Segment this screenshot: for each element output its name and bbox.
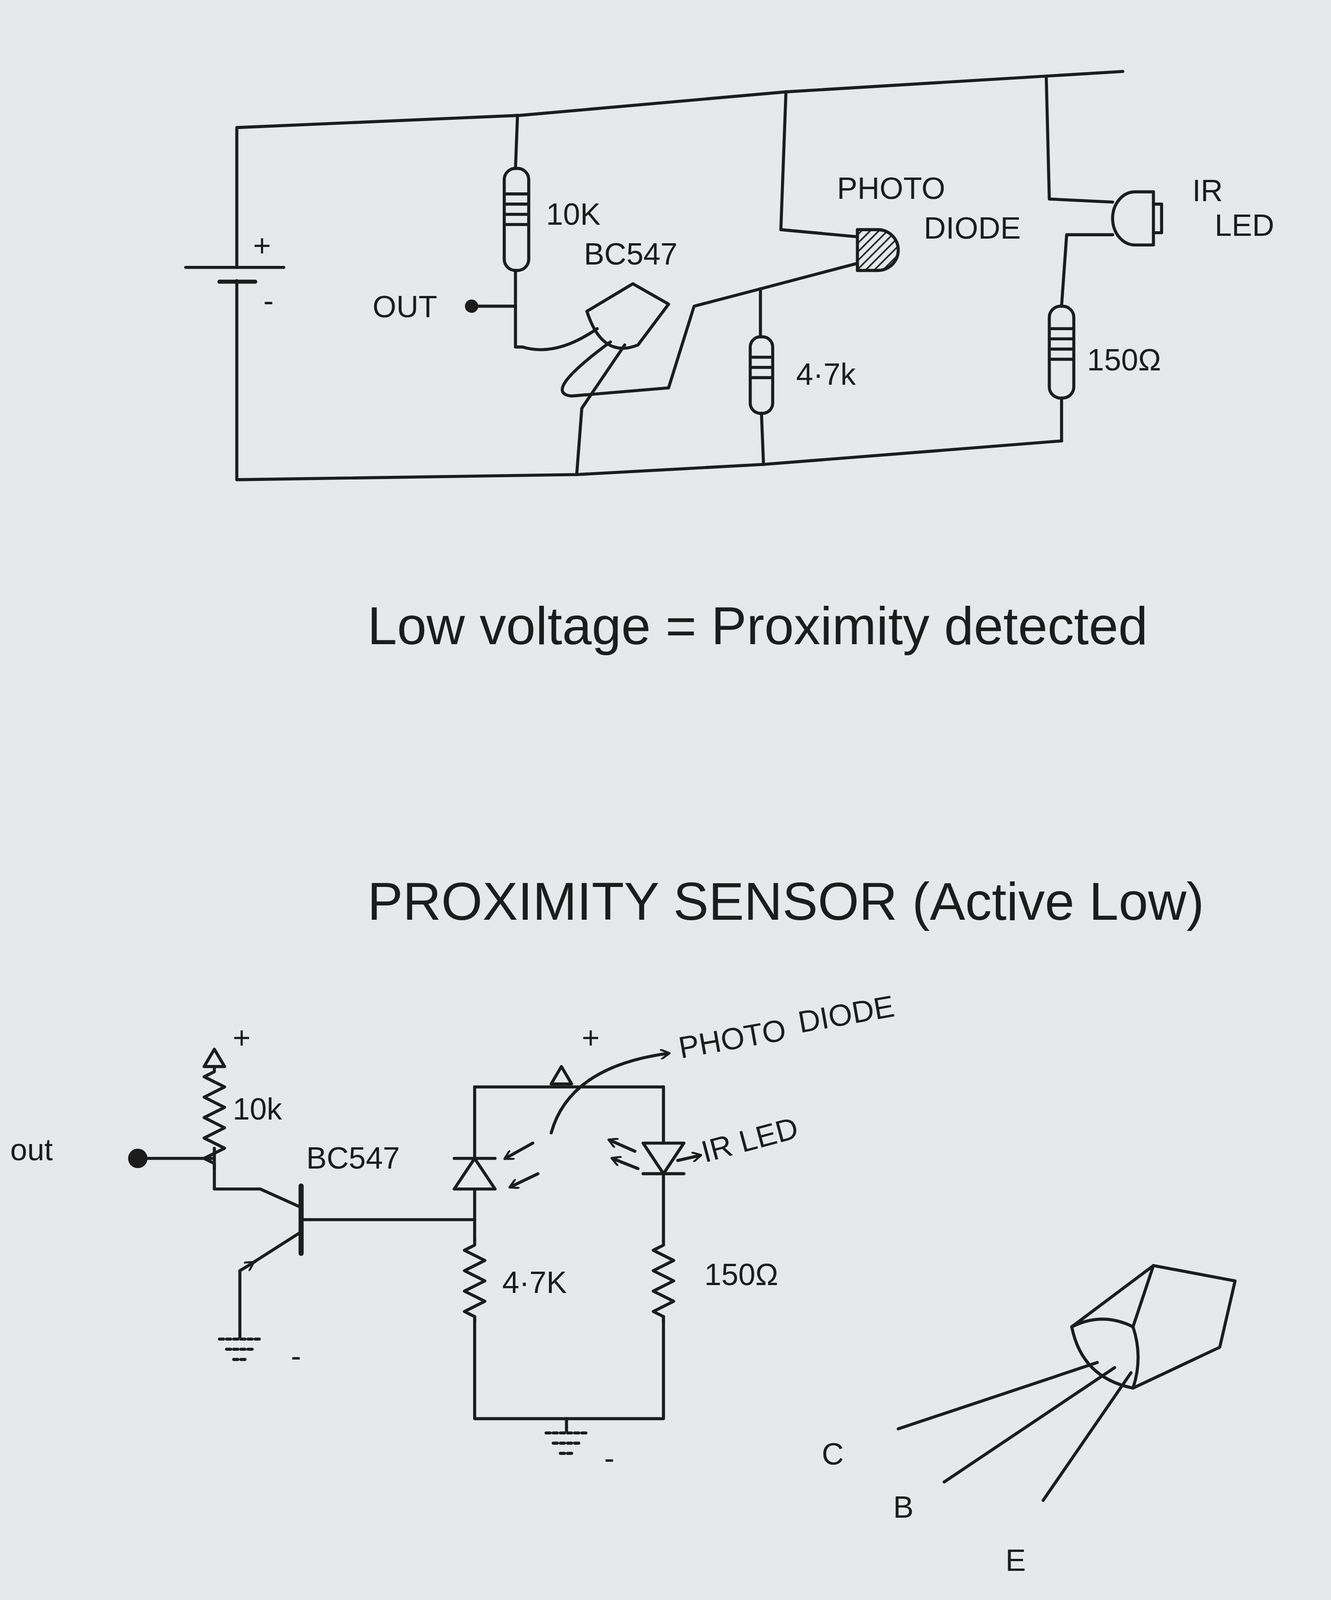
ir-led-symbol <box>1112 191 1154 246</box>
component-label: 150Ω <box>1087 343 1162 377</box>
component-label: out <box>10 1133 53 1167</box>
component-label: IR LED <box>697 1110 802 1170</box>
component-label: LED <box>1214 208 1275 242</box>
component-label: DIODE <box>795 989 897 1040</box>
supply-symbol <box>203 1049 225 1067</box>
leader-arrow <box>551 1053 669 1134</box>
resistor-symbol <box>750 336 773 414</box>
supply-symbol <box>551 1066 572 1085</box>
component-label: 4·7k <box>796 357 857 391</box>
component-label: BC547 <box>306 1141 400 1176</box>
transistor-package <box>586 283 669 349</box>
component-label: C <box>821 1437 845 1472</box>
component-label: + <box>581 1020 600 1055</box>
diagram-title: PROXIMITY SENSOR (Active Low) <box>367 872 1205 931</box>
component-label: 10K <box>546 197 601 231</box>
component-label: PHOTO <box>676 1012 789 1065</box>
component-label: OUT <box>372 289 438 324</box>
resistor-symbol <box>504 168 529 271</box>
component-label: BC547 <box>583 236 678 271</box>
component-label: 10k <box>232 1092 283 1127</box>
resistor-symbol <box>653 1240 674 1323</box>
transistor-pinout <box>898 1265 1235 1501</box>
schematic-wiring <box>129 1049 701 1454</box>
component-label: - <box>290 1339 302 1374</box>
component-label: - <box>604 1441 615 1475</box>
resistor-symbol <box>464 1240 485 1323</box>
photodiode-symbol <box>857 229 899 271</box>
battery-plate <box>219 279 256 284</box>
component-label: 4·7K <box>502 1265 567 1300</box>
component-label: + <box>252 228 272 263</box>
component-label: 150Ω <box>704 1257 779 1292</box>
component-label: E <box>1005 1543 1026 1578</box>
top-wiring <box>185 71 1123 480</box>
battery-plate <box>185 265 284 270</box>
out-terminal <box>129 1150 146 1167</box>
component-label: IR <box>1192 173 1223 208</box>
component-label: DIODE <box>923 211 1021 246</box>
note-text: Low voltage = Proximity detected <box>367 597 1148 656</box>
component-label: + <box>232 1020 251 1055</box>
ground-symbol <box>219 1339 261 1360</box>
photodiode-symbol <box>454 1158 495 1190</box>
component-label: B <box>893 1490 914 1524</box>
ir-led-symbol <box>1153 203 1162 233</box>
resistor-symbol <box>1049 306 1074 399</box>
ir-led-symbol <box>642 1143 684 1174</box>
ground-symbol <box>546 1433 587 1454</box>
component-label: PHOTO <box>837 171 946 206</box>
component-label: - <box>263 283 274 318</box>
